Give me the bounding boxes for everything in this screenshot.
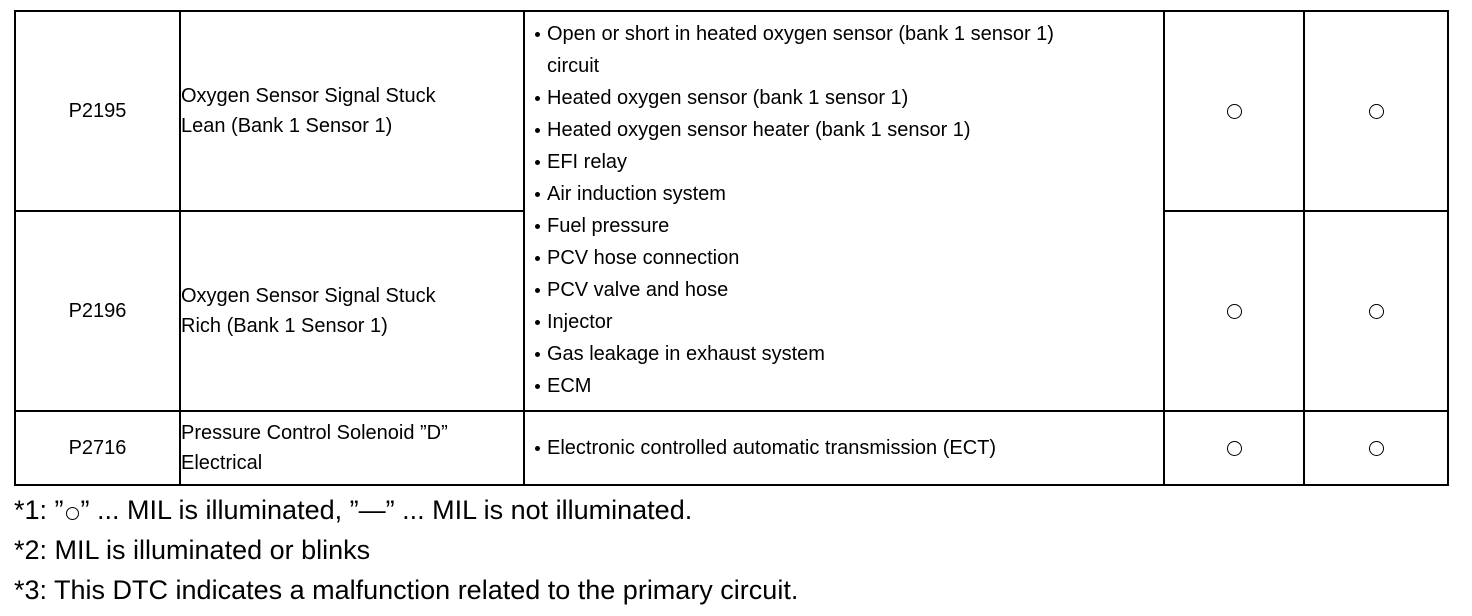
dtc-table: P2195 Oxygen Sensor Signal Stuck Lean (B…: [14, 10, 1449, 486]
list-item: Heated oxygen sensor (bank 1 sensor 1): [535, 82, 1163, 114]
list-item: Open or short in heated oxygen sensor (b…: [535, 18, 1163, 82]
detection-item-line: Electrical: [181, 452, 263, 474]
detection-item-cell: Oxygen Sensor Signal Stuck Rich (Bank 1 …: [179, 210, 525, 412]
detection-item-line: Oxygen Sensor Signal Stuck: [181, 85, 436, 107]
detection-item-line: Lean (Bank 1 Sensor 1): [181, 115, 393, 137]
dtc-code-cell: P2195: [14, 10, 181, 212]
trouble-area-cell: Electronic controlled automatic transmis…: [523, 410, 1165, 486]
circle-icon: [1368, 441, 1384, 457]
circle-icon: [1226, 104, 1242, 120]
list-item: ECM: [535, 370, 1163, 402]
circle-icon: [1226, 304, 1242, 320]
trouble-area-list: Open or short in heated oxygen sensor (b…: [525, 12, 1163, 402]
footnote-2: *2: MIL is illuminated or blinks: [14, 535, 371, 565]
list-item: Heated oxygen sensor heater (bank 1 sens…: [535, 114, 1163, 146]
detection-item-line: Rich (Bank 1 Sensor 1): [181, 315, 388, 337]
circle-icon: [1368, 304, 1384, 320]
dtc-code: P2716: [68, 437, 127, 459]
list-item: Gas leakage in exhaust system: [535, 338, 1163, 370]
dtc-code: P2196: [68, 300, 127, 322]
list-item: EFI relay: [535, 146, 1163, 178]
mil-cell: [1163, 410, 1305, 486]
list-item: Injector: [535, 306, 1163, 338]
trouble-area-cell: Open or short in heated oxygen sensor (b…: [523, 10, 1165, 412]
detection-item-cell: Oxygen Sensor Signal Stuck Lean (Bank 1 …: [179, 10, 525, 212]
footnotes: *1: ”” ... MIL is illuminated, ”—” ... M…: [14, 490, 798, 610]
mil-cell: [1163, 10, 1305, 212]
memory-cell: [1303, 10, 1449, 212]
table-row: P2195 Oxygen Sensor Signal Stuck Lean (B…: [14, 10, 1449, 412]
footnote-1: *1: ”” ... MIL is illuminated, ”—” ... M…: [14, 495, 693, 525]
mil-cell: [1163, 210, 1305, 412]
list-item: Fuel pressure: [535, 210, 1163, 242]
detection-item-line: Pressure Control Solenoid ”D”: [181, 422, 448, 444]
table-row: P2196 Oxygen Sensor Signal Stuck Rich (B…: [14, 210, 1449, 412]
list-item: PCV valve and hose: [535, 274, 1163, 306]
memory-cell: [1303, 410, 1449, 486]
list-item: PCV hose connection: [535, 242, 1163, 274]
detection-item-cell: Pressure Control Solenoid ”D” Electrical: [179, 410, 525, 486]
detection-item-line: Oxygen Sensor Signal Stuck: [181, 285, 436, 307]
list-item: Electronic controlled automatic transmis…: [525, 433, 1163, 463]
list-item: Air induction system: [535, 178, 1163, 210]
dtc-code-cell: P2716: [14, 410, 181, 486]
circle-icon: [1226, 441, 1242, 457]
footnote-3: *3: This DTC indicates a malfunction rel…: [14, 575, 799, 605]
circle-icon: [1368, 104, 1384, 120]
circle-icon: [65, 507, 79, 521]
dtc-code: P2195: [68, 100, 127, 122]
dtc-code-cell: P2196: [14, 210, 181, 412]
table-row: P2716 Pressure Control Solenoid ”D” Elec…: [14, 410, 1449, 486]
memory-cell: [1303, 210, 1449, 412]
